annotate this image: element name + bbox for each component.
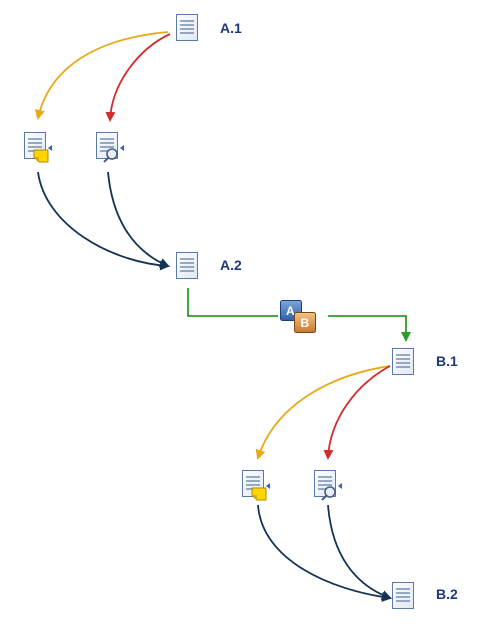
- transform-to-letter: B: [301, 316, 310, 330]
- document-with-magnifier-icon: [313, 469, 342, 501]
- edge-b1-to-review: [323, 365, 391, 460]
- node-a1-review: [95, 131, 124, 163]
- edge-transform-to-b1: [328, 315, 411, 342]
- node-b1: B.1: [391, 347, 458, 376]
- node-b2: B.2: [391, 581, 458, 610]
- document-with-magnifier-icon: [95, 131, 124, 163]
- document-with-yellow-note-icon: [23, 131, 52, 163]
- node-b1-review: [313, 469, 342, 501]
- document-with-yellow-note-icon: [241, 469, 270, 501]
- node-a1-label: A.1: [220, 20, 242, 36]
- node-b1-yellow: [241, 469, 270, 501]
- edge-review-to-b2: [327, 504, 392, 600]
- edge-a1-to-review: [105, 33, 171, 122]
- node-b1-label: B.1: [436, 353, 458, 369]
- edge-a1-to-yellow: [34, 31, 169, 120]
- document-icon: [391, 581, 415, 610]
- edge-b1-to-yellow: [255, 365, 391, 460]
- document-icon: [175, 251, 199, 280]
- document-icon: [175, 13, 199, 42]
- edge-review-to-a2: [107, 171, 170, 268]
- node-a2: A.2: [175, 251, 242, 280]
- edge-yellow-to-a2: [37, 171, 170, 271]
- a-to-b-transform-icon: A B: [280, 300, 316, 333]
- transform-from-letter: A: [286, 304, 295, 318]
- edge-yellow-to-b2: [257, 504, 392, 602]
- node-a1-yellow: [23, 131, 52, 163]
- edge-a2-to-transform: [187, 288, 278, 317]
- document-icon: [391, 347, 415, 376]
- node-a2-label: A.2: [220, 257, 242, 273]
- node-a1: A.1: [175, 13, 242, 42]
- node-b2-label: B.2: [436, 586, 458, 602]
